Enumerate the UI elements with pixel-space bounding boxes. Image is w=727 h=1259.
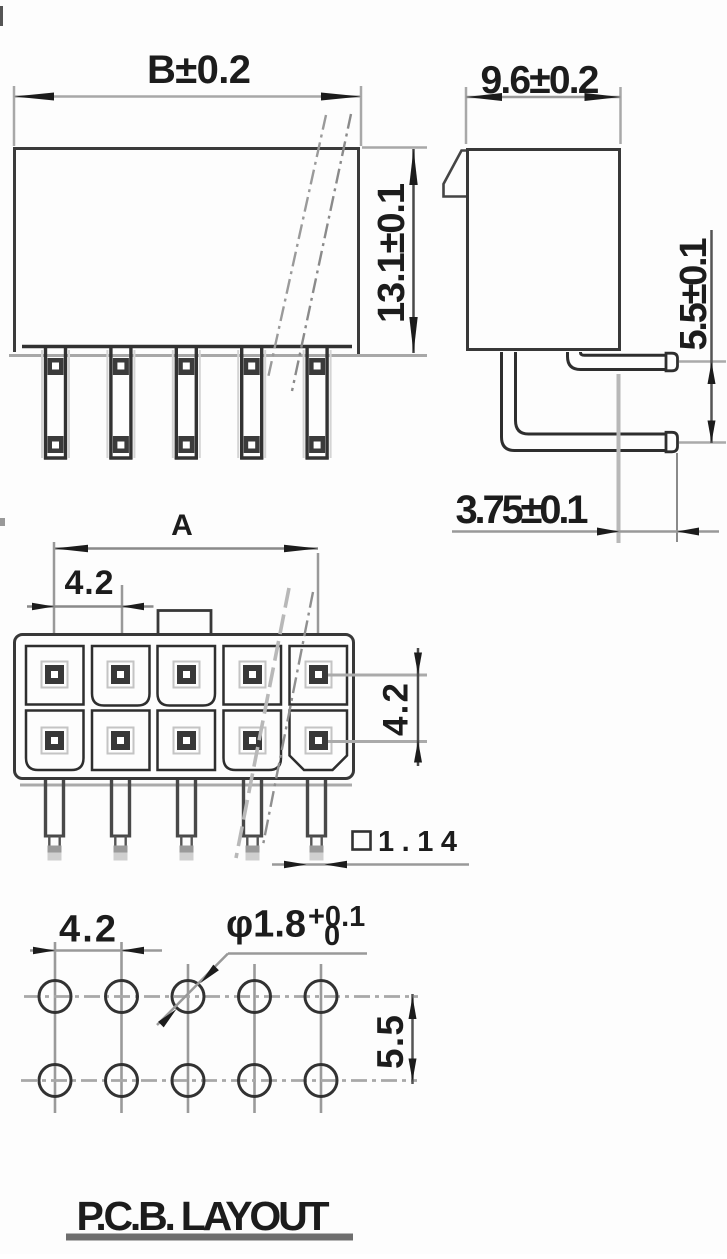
svg-text:3.75±0.1: 3.75±0.1 [456, 488, 589, 532]
svg-text:4.2: 4.2 [59, 909, 116, 951]
svg-text:1.14: 1.14 [378, 826, 457, 858]
svg-text:13.1±0.1: 13.1±0.1 [371, 183, 413, 323]
svg-text:5.5: 5.5 [370, 1015, 411, 1069]
svg-text:0: 0 [324, 920, 340, 952]
svg-text:4.2: 4.2 [377, 683, 416, 736]
svg-text:4.2: 4.2 [65, 564, 114, 602]
svg-text:5.5±0.1: 5.5±0.1 [673, 238, 715, 351]
svg-text:P.C.B. LAYOUT: P.C.B. LAYOUT [77, 1193, 330, 1239]
svg-text:+0.1: +0.1 [308, 901, 365, 933]
svg-text:φ1.8: φ1.8 [226, 904, 306, 946]
svg-text:A: A [171, 509, 193, 542]
svg-text:B±0.2: B±0.2 [147, 48, 251, 92]
